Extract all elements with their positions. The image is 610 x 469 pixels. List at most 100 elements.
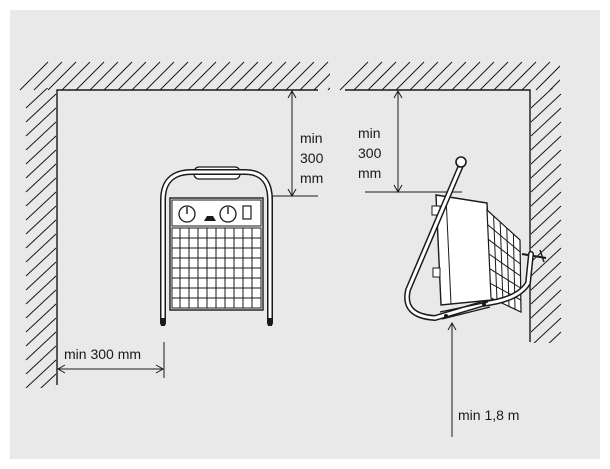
ceiling-hatching-left (19, 61, 330, 91)
hatch-line (243, 61, 273, 91)
hatch-line (89, 61, 119, 91)
left-room-walls (19, 61, 330, 388)
hatch-line (530, 121, 562, 151)
hatch-line (257, 61, 287, 91)
hatch-line (25, 219, 57, 249)
hatch-line (493, 61, 523, 91)
hatch-line (25, 345, 57, 375)
hatch-line (437, 61, 467, 91)
right-top-dimension (365, 89, 462, 194)
hatch-line (33, 61, 63, 91)
hatch-line (549, 79, 560, 91)
hatch-line (530, 261, 562, 291)
hatch-line (25, 331, 57, 361)
hatch-line (451, 61, 481, 91)
hatch-line (117, 61, 147, 91)
hatch-line (25, 135, 57, 165)
hatch-line (131, 61, 161, 91)
hatch-line (61, 61, 91, 91)
hatch-line (19, 61, 49, 91)
hatch-line (25, 303, 57, 333)
hatch-line (367, 61, 397, 91)
logo-icon (204, 216, 216, 221)
hatch-line (530, 93, 562, 123)
hatch-line (530, 149, 562, 179)
hatch-line (25, 177, 57, 207)
hatch-line (530, 107, 562, 137)
hatch-line (271, 61, 301, 91)
hatch-line (75, 61, 105, 91)
hatch-line (530, 219, 562, 249)
left-top-clearance-label-1: min (300, 130, 323, 146)
hatch-line (530, 88, 554, 109)
wall-hatching-left (25, 88, 57, 388)
switch-icon (242, 205, 252, 220)
hatch-line (507, 61, 537, 91)
hatch-line (25, 205, 57, 235)
hatch-line (353, 61, 383, 91)
hatch-line (25, 289, 57, 319)
grille-line (488, 253, 521, 277)
hatch-line (339, 61, 369, 91)
wall-hatching-right (530, 88, 562, 374)
hatch-line (381, 61, 411, 91)
left-top-clearance-label-3: mm (300, 170, 323, 186)
ceiling-hatching-right (339, 61, 560, 91)
left-top-dimension (272, 89, 318, 198)
hatch-line (25, 93, 57, 123)
heater-front-view (160, 166, 273, 326)
hatch-line (103, 61, 133, 91)
hatch-line (25, 107, 57, 137)
left-side-dimension (56, 342, 165, 378)
hatch-line (530, 205, 562, 235)
hatch-line (530, 247, 562, 277)
hatch-line (285, 61, 315, 91)
hatch-line (25, 247, 57, 277)
hatch-line (548, 331, 562, 343)
hatch-line (229, 61, 259, 91)
mount-height-label: min 1,8 m (458, 407, 519, 423)
hatch-line (25, 163, 57, 193)
hatch-line (25, 149, 57, 179)
left-room-wall-line (56, 89, 318, 385)
hatch-line (530, 163, 562, 193)
grille-line (489, 268, 521, 289)
hatch-line (530, 275, 562, 305)
hatch-line (25, 191, 57, 221)
hatch-line (47, 61, 77, 91)
hatch-line (25, 275, 57, 305)
hatch-line (25, 359, 57, 388)
hatch-line (327, 87, 330, 91)
hatch-line (145, 61, 175, 91)
hatch-line (40, 373, 57, 388)
heater-wall-mounted-view (404, 156, 547, 321)
grille-line (487, 224, 521, 253)
hatch-line (313, 73, 330, 91)
hatch-line (533, 317, 562, 343)
right-top-clearance-label-1: min (358, 125, 381, 141)
hatch-line (25, 233, 57, 263)
hatch-line (159, 61, 189, 91)
hatch-line (465, 61, 495, 91)
hatch-line (530, 135, 562, 165)
hatch-line (187, 61, 217, 91)
hatch-line (530, 177, 562, 207)
hatch-line (55, 387, 56, 388)
left-side-clearance-label: min 300 mm (64, 346, 141, 362)
hatch-line (531, 346, 561, 374)
hatch-line (173, 61, 203, 91)
hatch-line (530, 289, 562, 319)
hatch-line (25, 88, 49, 109)
hatch-line (299, 61, 329, 91)
mount-height-dimension (447, 321, 457, 437)
hatch-line (215, 61, 245, 91)
hatch-line (395, 61, 425, 91)
hatch-line (530, 303, 562, 333)
right-top-clearance-label-3: mm (358, 165, 381, 181)
hatch-line (201, 61, 231, 91)
hatch-line (535, 65, 560, 91)
right-top-clearance-label-2: 300 (358, 145, 382, 161)
left-top-clearance-label-2: 300 (300, 150, 324, 166)
hatch-line (423, 61, 453, 91)
